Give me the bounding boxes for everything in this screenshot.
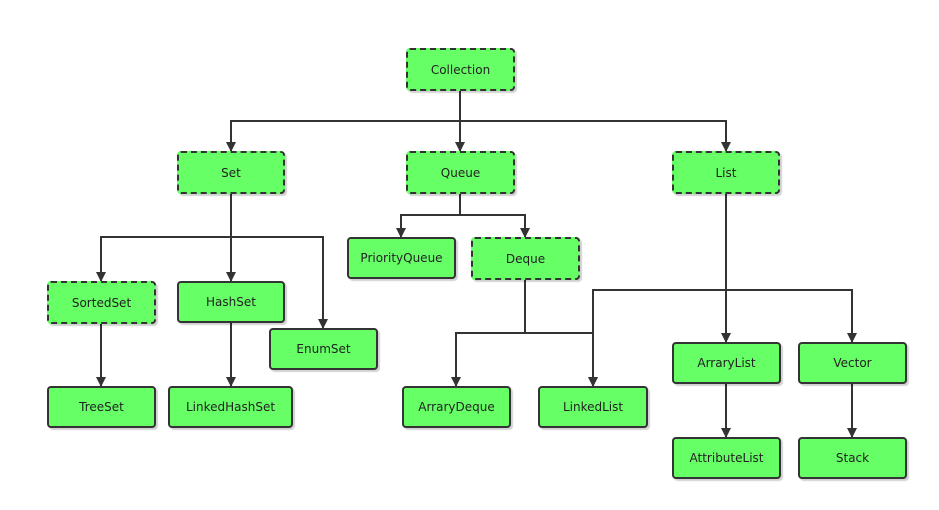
edge-collection-to-set	[226, 91, 461, 152]
node-linkedhashset: LinkedHashSet	[168, 386, 293, 428]
edge-list-to-vector	[725, 194, 857, 343]
node-sortedset: SortedSet	[47, 281, 156, 324]
node-linkedlist: LinkedList	[538, 386, 648, 428]
node-treeset: TreeSet	[47, 386, 156, 428]
node-attributelist: AttributeList	[672, 437, 781, 479]
node-arraydeque: ArraryDeque	[402, 386, 511, 428]
node-set: Set	[177, 151, 285, 194]
node-hashset: HashSet	[177, 281, 285, 323]
node-enumset: EnumSet	[269, 328, 378, 370]
edge-set-to-enumset	[230, 194, 328, 329]
edge-collection-to-list	[459, 91, 731, 152]
edge-queue-to-deque	[459, 194, 530, 238]
node-queue: Queue	[406, 151, 515, 194]
edge-deque-to-arraydeque	[451, 280, 526, 387]
edge-queue-to-priorityqueue	[396, 194, 461, 238]
edge-deque-to-linkedlist	[524, 280, 598, 387]
node-arraylist: ArraryList	[672, 342, 781, 384]
node-stack: Stack	[798, 437, 907, 479]
node-collection: Collection	[406, 48, 515, 91]
node-deque: Deque	[471, 237, 580, 280]
node-vector: Vector	[798, 342, 907, 384]
node-priorityqueue: PriorityQueue	[347, 237, 456, 279]
node-list: List	[672, 151, 780, 194]
edge-set-to-sortedset	[96, 194, 232, 282]
edge-list-to-linkedlist	[588, 194, 727, 387]
